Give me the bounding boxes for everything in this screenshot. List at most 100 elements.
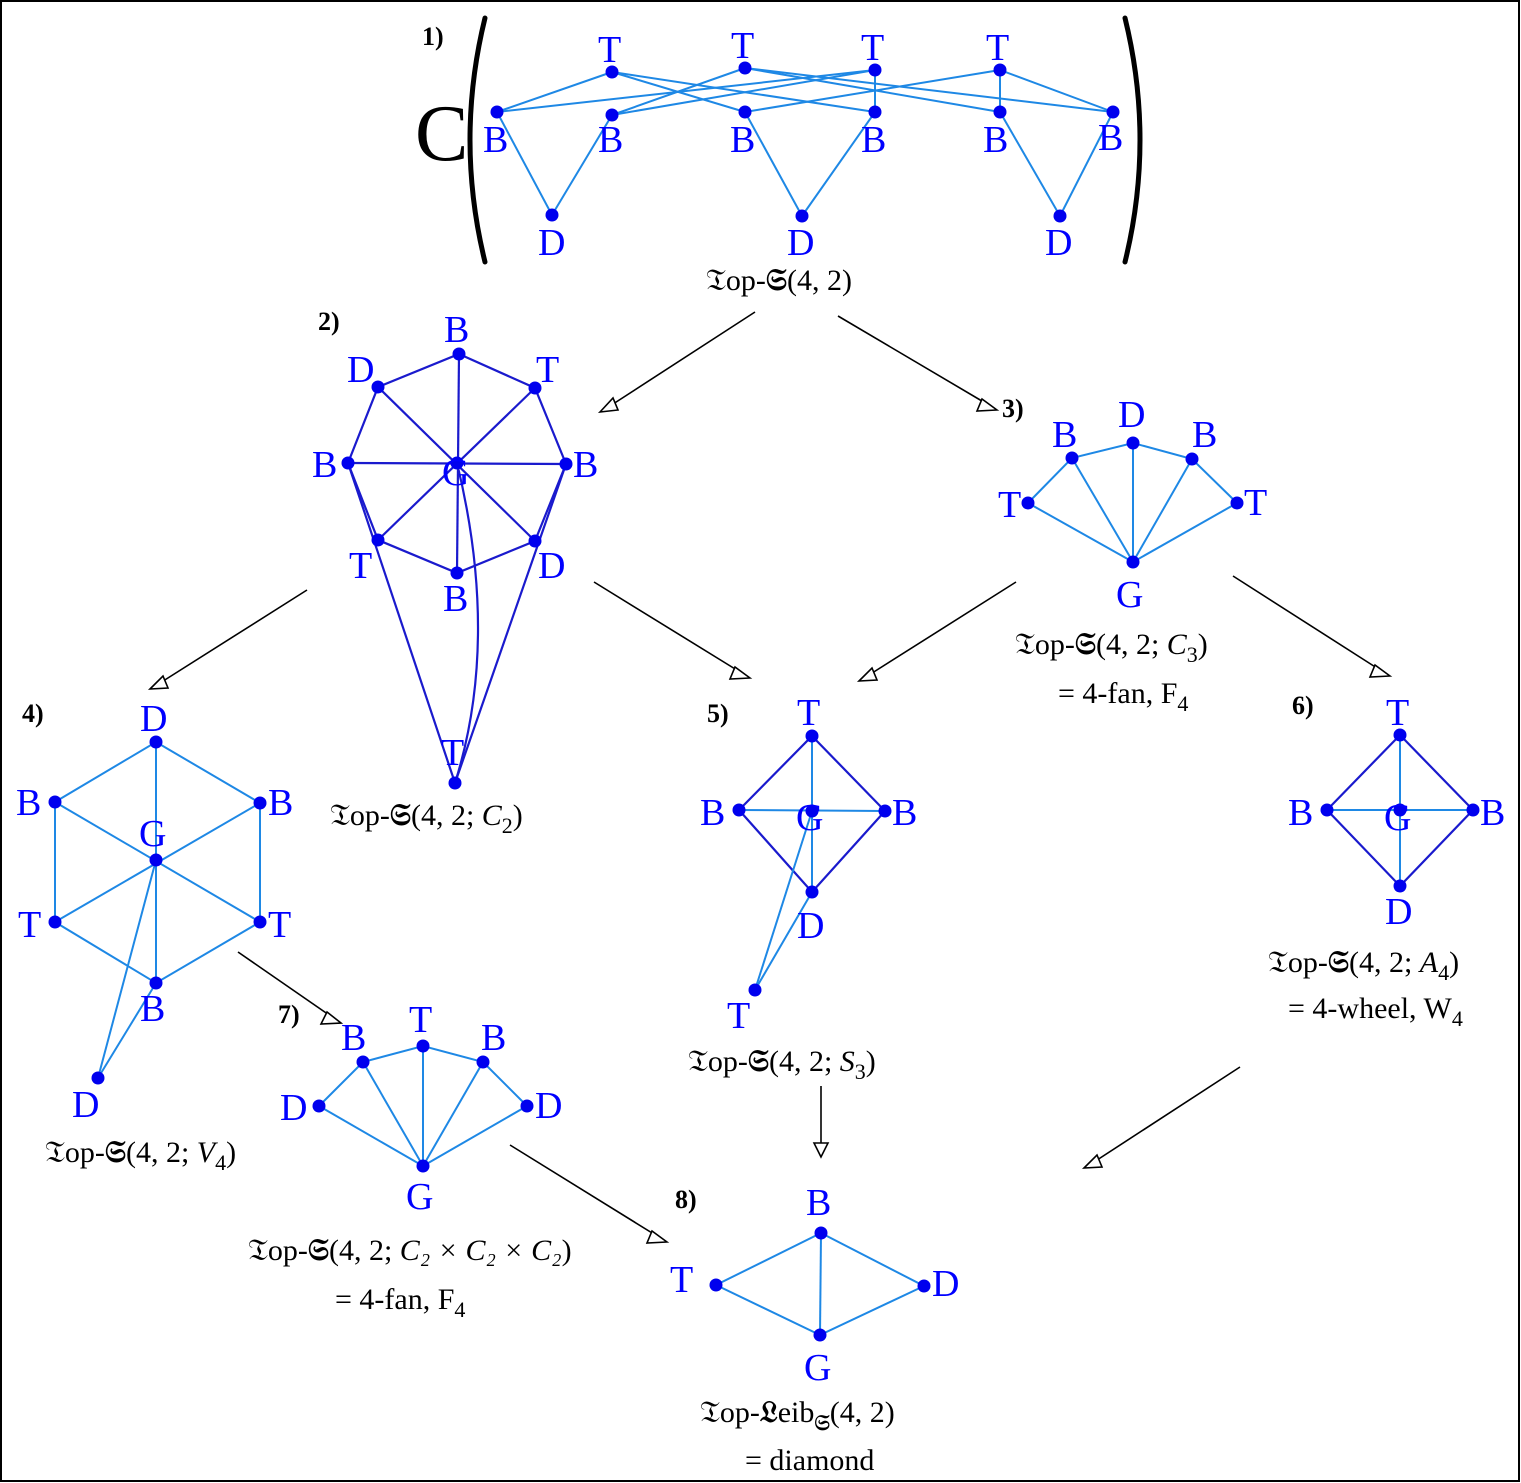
graph-node bbox=[253, 915, 267, 929]
arrowhead-icon bbox=[856, 666, 879, 682]
graph-node bbox=[805, 885, 819, 899]
arrow-1-to-3 bbox=[837, 315, 1000, 412]
panel-8-labels: B T D G bbox=[670, 1182, 959, 1389]
node-label: D bbox=[1118, 394, 1145, 436]
graph-node bbox=[1021, 496, 1035, 510]
node-label: T bbox=[727, 995, 750, 1037]
panel-8-caption: 𝔗op-𝔏eib𝔖(4, 2) bbox=[700, 1396, 895, 1435]
panel-3-nodes bbox=[1021, 436, 1244, 569]
graph-edge bbox=[611, 69, 876, 116]
panel-7-nodes bbox=[312, 1039, 534, 1173]
node-label: B bbox=[481, 1017, 506, 1059]
panel-2-caption: 𝔗op-𝔖(4, 2; C2) bbox=[330, 799, 523, 838]
graph-edge bbox=[819, 1232, 822, 1336]
graph-edge bbox=[754, 810, 813, 991]
graph-node bbox=[528, 381, 542, 395]
graph-node bbox=[993, 105, 1007, 119]
node-label: T bbox=[441, 732, 464, 774]
node-label: D bbox=[280, 1087, 307, 1129]
node-label: B bbox=[861, 119, 886, 161]
panel-1: 1) C bbox=[415, 15, 1143, 297]
arrowhead-icon bbox=[319, 1010, 344, 1025]
graph-node bbox=[448, 776, 462, 790]
arrow-3-to-6 bbox=[1232, 575, 1393, 678]
node-label: G bbox=[1116, 574, 1143, 616]
graph-node bbox=[520, 1099, 534, 1113]
panel-6-caption: 𝔗op-𝔖(4, 2; A4) bbox=[1268, 946, 1459, 985]
panel-3-number: 3) bbox=[1002, 394, 1024, 423]
node-label: B bbox=[806, 1182, 831, 1224]
panel-1-edges bbox=[496, 67, 1114, 217]
node-label: B bbox=[312, 444, 337, 486]
panel-1-labels: T T T T B B B B B B D D D bbox=[483, 25, 1123, 264]
panel-2-number: 2) bbox=[318, 307, 340, 336]
node-label: T bbox=[349, 545, 372, 587]
panel-8-note: = diamond bbox=[745, 1444, 874, 1477]
graph-node bbox=[371, 533, 385, 547]
graph-node bbox=[868, 105, 882, 119]
graph-edge bbox=[97, 859, 157, 1079]
arrowhead-icon bbox=[975, 397, 1000, 412]
node-label: B bbox=[16, 782, 41, 824]
graph-edge bbox=[1132, 502, 1238, 563]
graph-node bbox=[805, 804, 819, 818]
graph-edge bbox=[999, 111, 1061, 217]
graph-node bbox=[1393, 879, 1407, 893]
arrowhead-icon bbox=[812, 1142, 830, 1159]
panel-3-edges bbox=[1027, 441, 1238, 563]
node-label: B bbox=[1098, 117, 1123, 159]
graph-node bbox=[416, 1159, 430, 1173]
panel-5-number: 5) bbox=[707, 699, 729, 728]
node-label: B bbox=[1192, 414, 1217, 456]
node-label: B bbox=[1288, 792, 1313, 834]
graph-edge bbox=[422, 1105, 528, 1167]
graph-node bbox=[149, 976, 163, 990]
graph-node bbox=[48, 795, 62, 809]
graph-edge bbox=[97, 982, 157, 1079]
panel-6-nodes bbox=[1320, 728, 1480, 893]
panel-4-nodes bbox=[48, 735, 267, 1085]
node-label: G bbox=[442, 452, 469, 494]
graph-node bbox=[795, 209, 809, 223]
graph-node bbox=[476, 1055, 490, 1069]
arrow-2-to-4 bbox=[147, 589, 308, 690]
graph-node bbox=[709, 1278, 723, 1292]
node-label: D bbox=[535, 1085, 562, 1127]
node-label: B bbox=[730, 119, 755, 161]
graph-node bbox=[605, 65, 619, 79]
node-label: T bbox=[998, 484, 1021, 526]
graph-node bbox=[748, 983, 762, 997]
graph-node bbox=[1126, 436, 1140, 450]
node-label: G bbox=[406, 1176, 433, 1218]
panel-4: 4) D B B G T T B D 𝔗op-𝔖(4, 2; V4) bbox=[16, 698, 293, 1175]
node-label: B bbox=[1480, 792, 1505, 834]
graph-edge bbox=[496, 71, 613, 113]
panel-1-caption: 𝔗op-𝔖(4, 2) bbox=[706, 264, 852, 297]
graph-node bbox=[814, 1226, 828, 1240]
node-label: T bbox=[731, 25, 754, 67]
node-label: T bbox=[409, 999, 432, 1041]
graph-edge bbox=[1059, 111, 1114, 217]
arrowhead-icon bbox=[728, 665, 753, 680]
panel-6: 6) T B B G D 𝔗op-𝔖(4, 2; A4) = 4-wheel, … bbox=[1268, 691, 1505, 1031]
graph-edge bbox=[496, 111, 553, 216]
panel-1-number: 1) bbox=[422, 22, 444, 51]
graph-edge bbox=[453, 463, 568, 784]
graph-node bbox=[1185, 452, 1199, 466]
graph-node bbox=[341, 456, 355, 470]
graph-node bbox=[1230, 496, 1244, 510]
arrowhead-icon bbox=[597, 396, 620, 414]
graph-node bbox=[253, 796, 267, 810]
node-label: B bbox=[483, 119, 508, 161]
graph-node bbox=[1065, 451, 1079, 465]
panel-2-nodes bbox=[341, 347, 573, 790]
node-label: T bbox=[986, 27, 1009, 69]
graph-node bbox=[732, 803, 746, 817]
node-label: B bbox=[341, 1017, 366, 1059]
graph-edge bbox=[801, 111, 876, 217]
panel-8-number: 8) bbox=[675, 1185, 697, 1214]
graph-edge bbox=[453, 462, 480, 784]
panel-6-labels: T B B G D bbox=[1288, 692, 1505, 933]
